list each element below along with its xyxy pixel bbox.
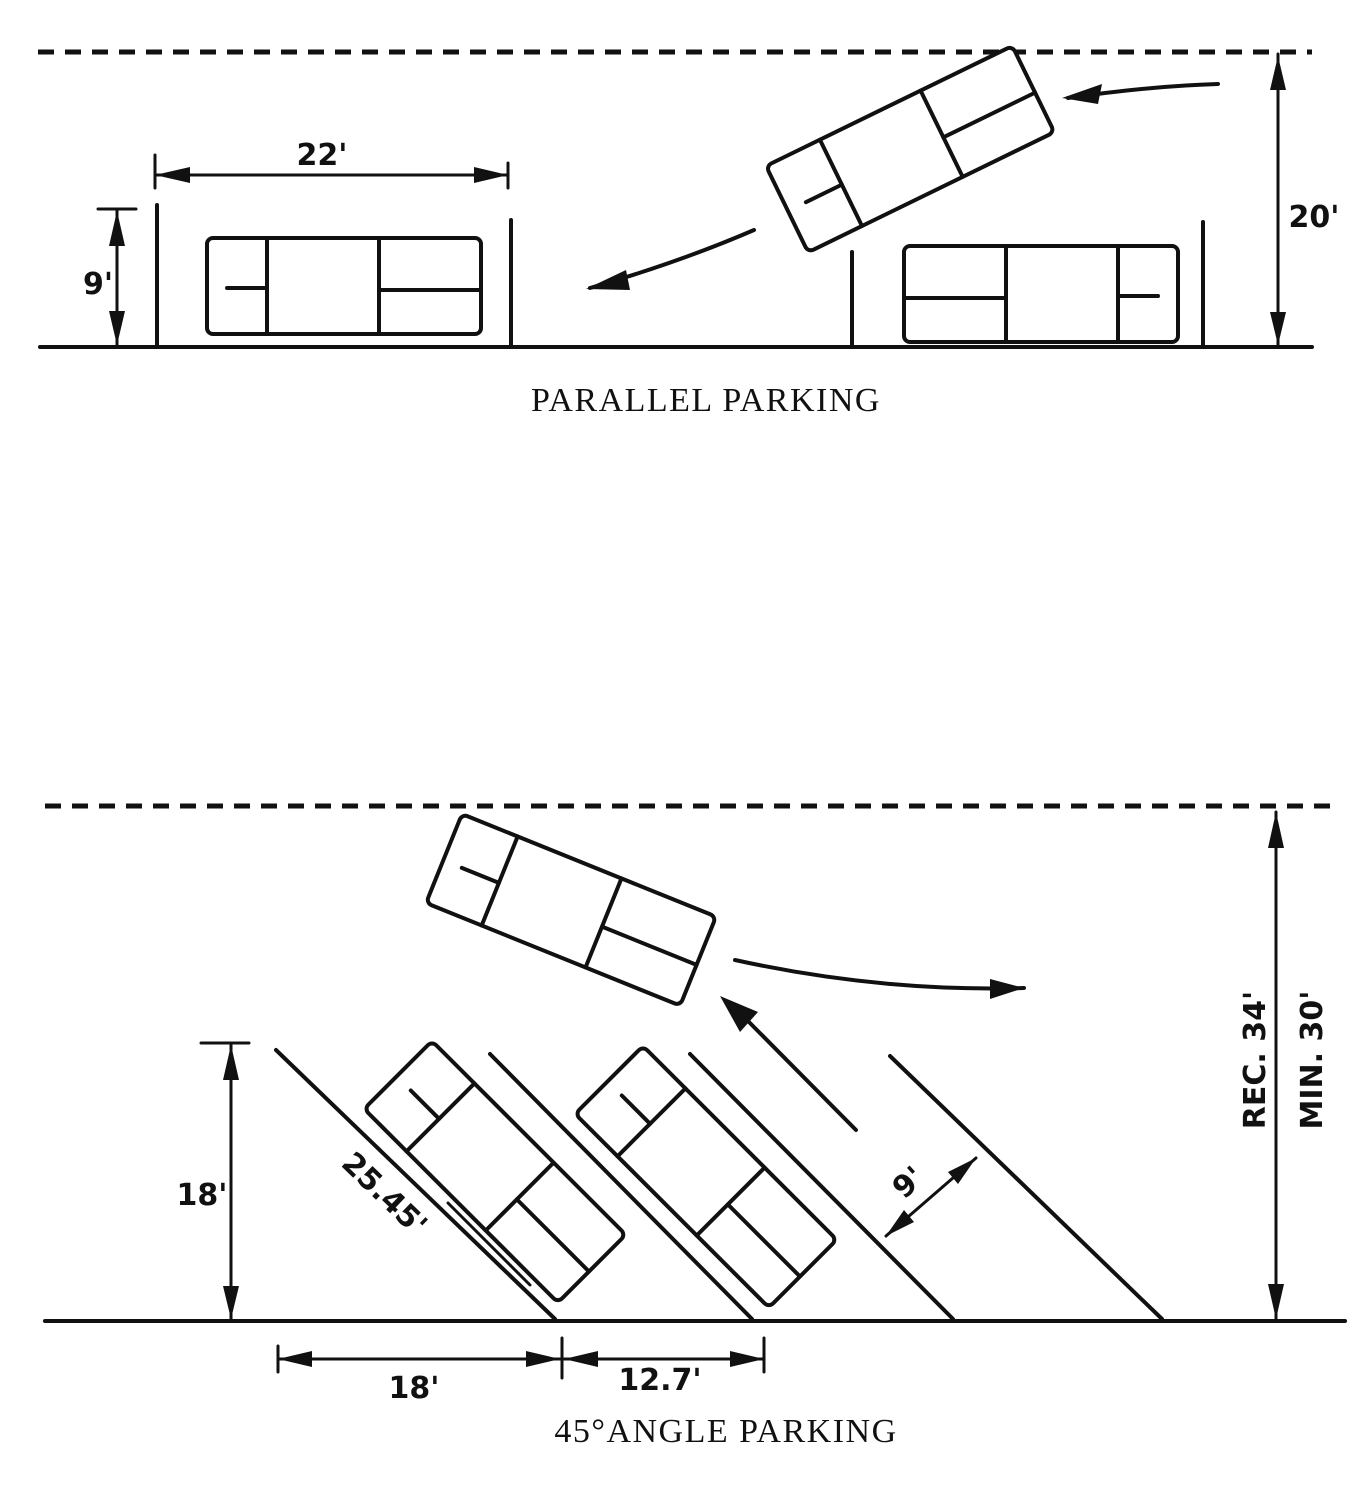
parked-car	[902, 244, 1180, 344]
parked-car	[205, 236, 483, 336]
parked-car	[575, 1046, 837, 1308]
dimension-line	[446, 1201, 532, 1287]
movement-arrow-path	[743, 1016, 858, 1132]
arrow-head-icon	[730, 1351, 764, 1367]
arrow-head-icon	[1270, 56, 1286, 90]
dimension-label-length: 22'	[297, 138, 348, 173]
stall-line	[274, 1048, 557, 1321]
arrow-head-icon	[948, 1158, 976, 1184]
arrow-head-icon	[223, 1286, 239, 1319]
arrow-head-icon	[586, 270, 630, 290]
arrow-head-icon	[720, 996, 758, 1032]
stall-line	[688, 1052, 955, 1321]
maneuvering-car	[766, 46, 1054, 252]
stall-line	[488, 1052, 754, 1321]
section-title: PARALLEL PARKING	[531, 382, 881, 419]
arrow-head-icon	[278, 1351, 312, 1367]
stall-line	[888, 1054, 1164, 1321]
arrow-head-icon	[223, 1045, 239, 1080]
arrow-head-icon	[990, 979, 1024, 999]
movement-arrow-path	[733, 958, 1026, 991]
dimension-label-minimum: MIN. 30'	[1295, 991, 1330, 1130]
arrow-head-icon	[109, 211, 125, 246]
arrow-head-icon	[474, 167, 508, 183]
arrow-head-icon	[564, 1351, 598, 1367]
dimension-label-width: 9'	[83, 267, 113, 302]
dimension-label-depth: 18'	[177, 1178, 228, 1213]
maneuvering-car	[424, 812, 719, 1008]
dimension-label-base-b: 12.7'	[618, 1363, 701, 1398]
dimension-label-aisle: 20'	[1289, 200, 1340, 235]
arrow-head-icon	[1270, 312, 1286, 345]
arrow-head-icon	[1268, 1284, 1284, 1319]
arrow-head-icon	[109, 311, 125, 345]
parallel-parking-section: 22' 9' 20' PARALLEL PARKING	[38, 46, 1339, 419]
arrow-head-icon	[155, 167, 190, 183]
section-title: 45°ANGLE PARKING	[554, 1413, 897, 1450]
arrow-head-icon	[886, 1210, 914, 1236]
arrow-head-icon	[1268, 812, 1284, 848]
arrow-head-icon	[526, 1351, 560, 1367]
dimension-label-base-a: 18'	[389, 1371, 440, 1406]
dimension-label-stall-width: 9'	[886, 1160, 932, 1206]
dimension-label-recommended: REC. 34'	[1238, 991, 1273, 1129]
arrow-head-icon	[1062, 84, 1102, 104]
angle-parking-section: 18' 25.45' 9' 18' 12.7' REC. 34' MIN. 30…	[43, 803, 1347, 1450]
